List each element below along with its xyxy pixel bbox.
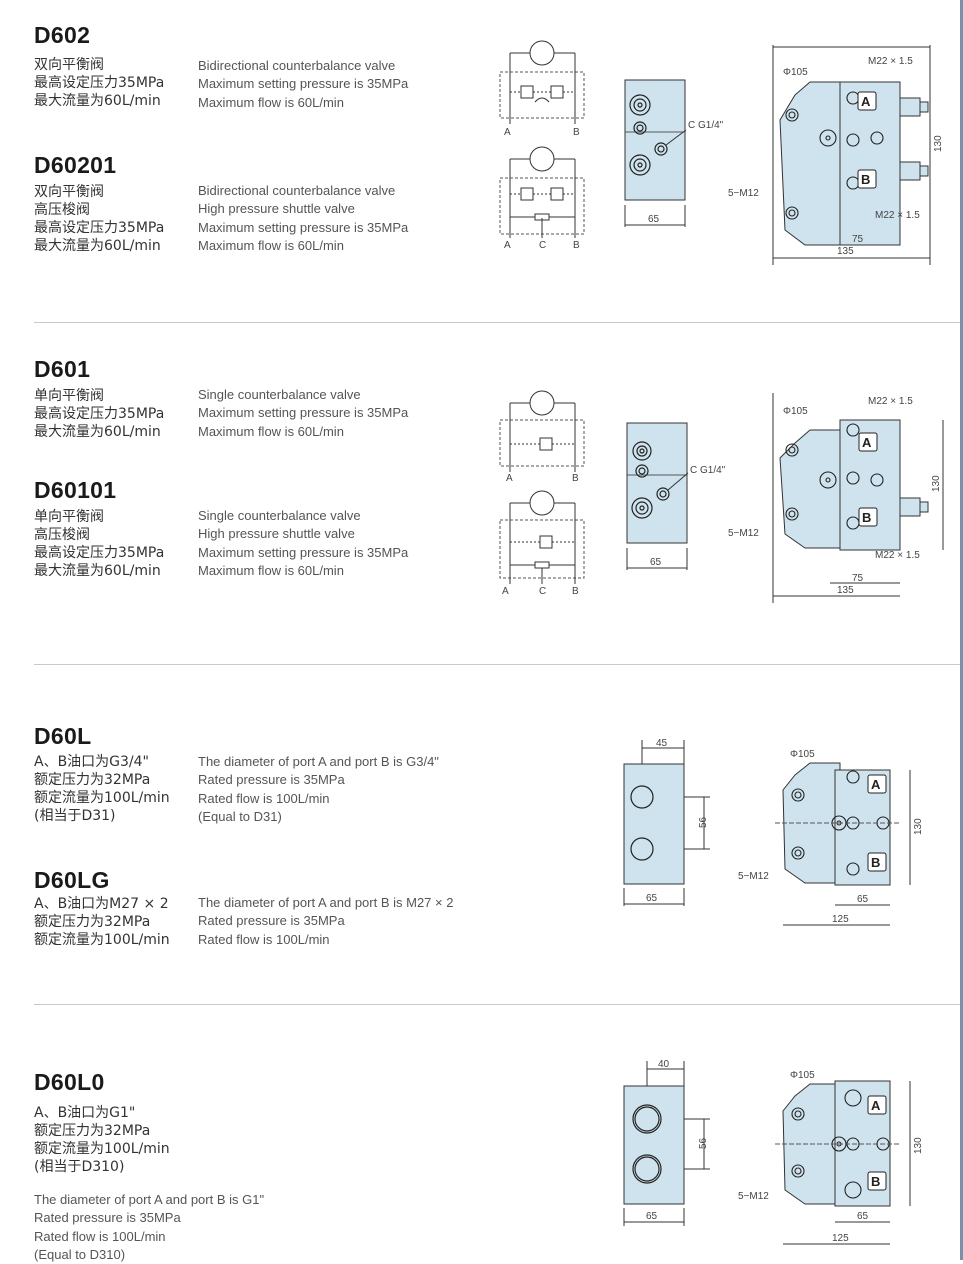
model-title-d602: D602	[34, 22, 91, 48]
dim-130: 130	[913, 818, 924, 835]
side-view-drawing-d60l: 45 56 65	[623, 738, 710, 906]
c-port-label: C G1/4"	[688, 120, 724, 131]
side-view-drawing-d601: C G1/4" 65	[626, 422, 726, 570]
dim-65: 65	[650, 557, 662, 568]
dim-65: 65	[648, 214, 660, 225]
dim-125: 125	[832, 914, 849, 925]
m12-label: 5−M12	[738, 871, 769, 882]
d60l0-en-text: The diameter of port A and port B is G1"…	[34, 1192, 265, 1262]
port-label-a: A	[506, 473, 513, 484]
hydraulic-schematic-d602: A B	[499, 40, 585, 138]
port-label-a: A	[504, 127, 511, 138]
m12-label: 5−M12	[728, 188, 759, 199]
section-divider	[34, 664, 962, 665]
port-label-a: A	[861, 94, 871, 109]
m12-label: 5−M12	[738, 1191, 769, 1202]
port-label-a: A	[502, 586, 509, 597]
port-label-b: B	[572, 473, 579, 484]
port-label-b: B	[573, 127, 580, 138]
dim-65: 65	[857, 894, 869, 905]
m12-label: 5−M12	[728, 528, 759, 539]
model-title-d60lg: D60LG	[34, 867, 110, 893]
hydraulic-schematic-d60101: A C B	[499, 490, 585, 597]
front-view-drawing-d602: A B Φ105 M22 × 1.5 M22 × 1.5 5−M12 130 7…	[728, 45, 944, 265]
hydraulic-schematic-d60201: A C B	[499, 146, 585, 251]
dim-130: 130	[933, 135, 944, 152]
front-view-drawing-d60l: A B Φ105 5−M12 130 65 125	[738, 749, 924, 926]
c-port-label: C G1/4"	[690, 465, 726, 476]
model-title-d601: D601	[34, 356, 91, 382]
dim-65: 65	[646, 893, 658, 904]
d60l-en-text: The diameter of port A and port B is G3/…	[198, 754, 439, 824]
m22-label: M22 × 1.5	[868, 396, 913, 407]
dim-135: 135	[837, 246, 854, 257]
model-title-d60l0: D60L0	[34, 1069, 105, 1095]
port-label-a: A	[862, 435, 872, 450]
port-label-a: A	[504, 240, 511, 251]
phi-105-label: Φ105	[790, 749, 815, 760]
hydraulic-schematic-d601: A B	[499, 390, 585, 484]
dim-130: 130	[913, 1137, 924, 1154]
port-label-a: A	[871, 777, 881, 792]
side-view-drawing-d60l0: 40 56 65	[623, 1059, 710, 1226]
port-label-a: A	[871, 1098, 881, 1113]
section-divider	[34, 1004, 962, 1005]
port-label-b: B	[862, 510, 871, 525]
dim-65: 65	[857, 1211, 869, 1222]
dim-56: 56	[698, 816, 709, 828]
dim-125: 125	[832, 1233, 849, 1244]
phi-105-label: Φ105	[783, 406, 808, 417]
dim-56: 56	[698, 1137, 709, 1149]
dim-135: 135	[837, 585, 854, 596]
front-view-drawing-d601: A B Φ105 M22 × 1.5 M22 × 1.5 5−M12 130 7…	[728, 393, 944, 603]
dim-75: 75	[852, 573, 864, 584]
port-label-b: B	[572, 586, 579, 597]
dim-75: 75	[852, 234, 864, 245]
phi-105-label: Φ105	[790, 1070, 815, 1081]
side-view-drawing-d602: C G1/4" 65	[624, 79, 724, 227]
phi-105-label: Φ105	[783, 67, 808, 78]
port-label-b: B	[871, 855, 880, 870]
section-divider	[34, 322, 962, 323]
front-view-drawing-d60l0: A B Φ105 5−M12 130 65 125	[738, 1070, 924, 1245]
model-title-d60l: D60L	[34, 723, 92, 749]
dim-130: 130	[931, 475, 942, 492]
port-label-c: C	[539, 586, 546, 597]
dim-45: 45	[656, 738, 668, 749]
port-label-b: B	[573, 240, 580, 251]
d60lg-en-text: The diameter of port A and port B is M27…	[198, 895, 454, 947]
dim-65: 65	[646, 1211, 658, 1222]
page-edge-bar	[960, 0, 963, 1260]
m22-label: M22 × 1.5	[875, 210, 920, 221]
model-title-d60101: D60101	[34, 477, 117, 503]
m22-label: M22 × 1.5	[868, 56, 913, 67]
port-label-b: B	[861, 172, 870, 187]
port-label-b: B	[871, 1174, 880, 1189]
m22-label: M22 × 1.5	[875, 550, 920, 561]
model-title-d60201: D60201	[34, 152, 117, 178]
port-label-c: C	[539, 240, 546, 251]
dim-40: 40	[658, 1059, 670, 1070]
